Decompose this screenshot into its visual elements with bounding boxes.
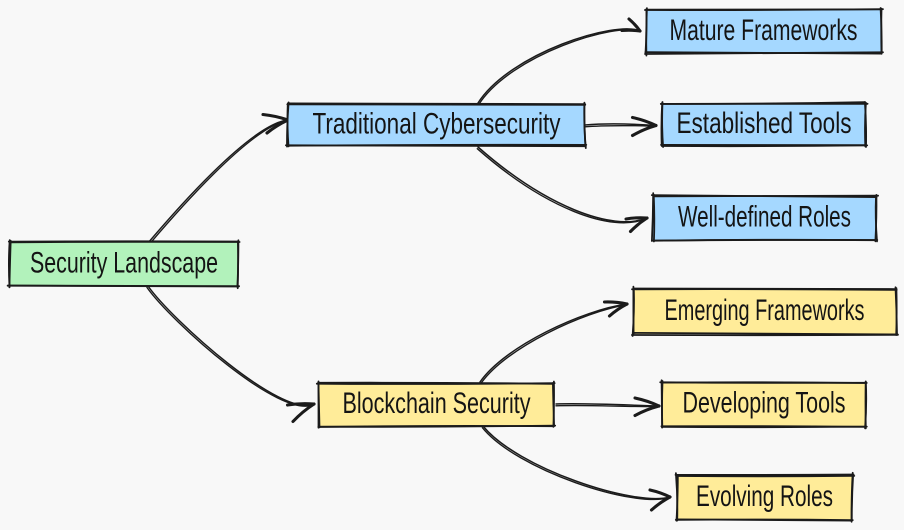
svg-text:Evolving Roles: Evolving Roles xyxy=(696,480,833,513)
svg-text:Security Landscape: Security Landscape xyxy=(30,247,218,280)
svg-text:Emerging Frameworks: Emerging Frameworks xyxy=(665,294,865,327)
svg-text:Developing Tools: Developing Tools xyxy=(683,387,846,420)
svg-text:Well-defined Roles: Well-defined Roles xyxy=(678,201,851,234)
svg-text:Established Tools: Established Tools xyxy=(677,107,852,140)
svg-text:Mature Frameworks: Mature Frameworks xyxy=(670,14,858,47)
svg-text:Blockchain Security: Blockchain Security xyxy=(343,387,531,420)
svg-text:Traditional Cybersecurity: Traditional Cybersecurity xyxy=(313,108,561,141)
